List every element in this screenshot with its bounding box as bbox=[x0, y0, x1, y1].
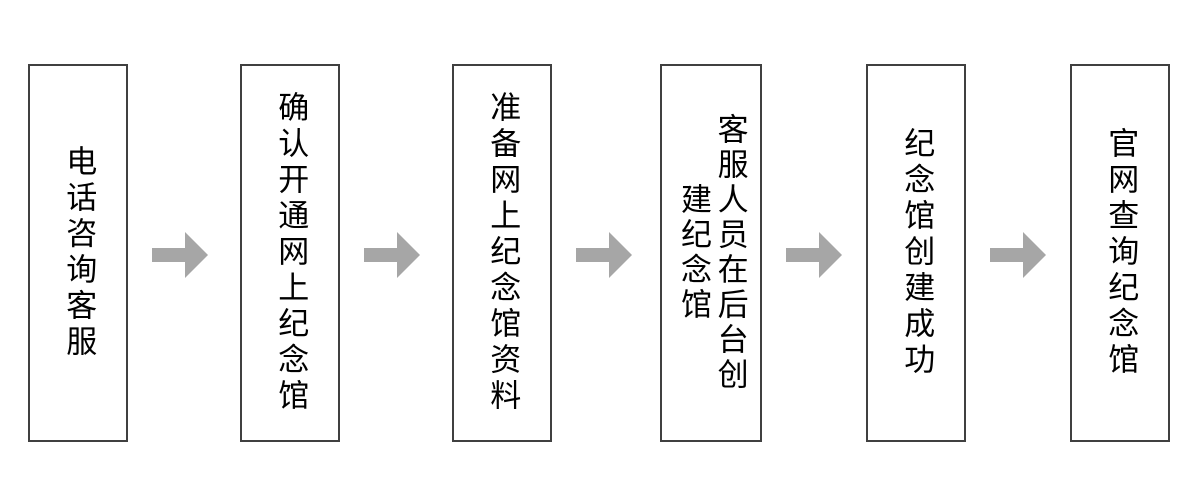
process-box-3[interactable]: 准备网上纪念馆资料 bbox=[452, 64, 552, 442]
process-box-label-2: 确认开通网上纪念馆 bbox=[272, 91, 309, 415]
right-arrow-icon-3 bbox=[576, 232, 632, 278]
process-box-5[interactable]: 纪念馆创建成功 bbox=[866, 64, 966, 442]
process-box-label-5: 纪念馆创建成功 bbox=[898, 127, 935, 379]
process-box-label-4: 客服人员在后台创建纪念馆 bbox=[675, 113, 748, 393]
process-box-1[interactable]: 电话咨询客服 bbox=[28, 64, 128, 442]
right-arrow-icon-1 bbox=[152, 232, 208, 278]
process-box-label-3: 准备网上纪念馆资料 bbox=[484, 91, 521, 415]
process-box-label-6: 官网查询纪念馆 bbox=[1102, 127, 1139, 379]
process-box-label-1: 电话咨询客服 bbox=[60, 145, 97, 361]
process-box-4[interactable]: 客服人员在后台创建纪念馆 bbox=[660, 64, 762, 442]
right-arrow-icon-2 bbox=[364, 232, 420, 278]
process-box-2[interactable]: 确认开通网上纪念馆 bbox=[240, 64, 340, 442]
process-box-6[interactable]: 官网查询纪念馆 bbox=[1070, 64, 1170, 442]
right-arrow-icon-5 bbox=[990, 232, 1046, 278]
right-arrow-icon-4 bbox=[786, 232, 842, 278]
